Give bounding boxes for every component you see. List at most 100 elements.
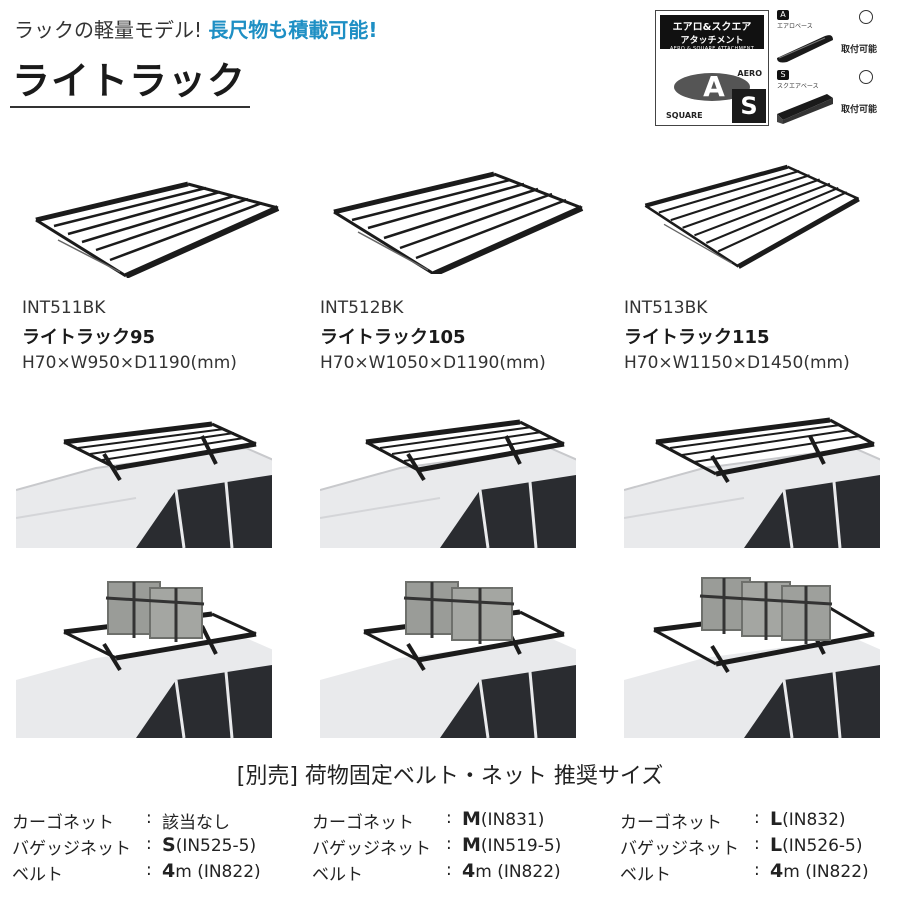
- aero-base-label: エアロベース: [777, 23, 813, 30]
- product-name: ライトラック95: [22, 327, 156, 348]
- recommendation-column-115: カーゴネット : L(IN832) バゲッジネット : L(IN526-5) ベ…: [620, 808, 869, 886]
- size-code: 4: [770, 860, 784, 882]
- size-code: M: [462, 834, 481, 856]
- row-value: 4m (IN822): [462, 860, 561, 886]
- row-label: ベルト: [312, 865, 363, 885]
- car-with-rack-image-115: [624, 417, 880, 548]
- product-95: INT511BK ライトラック95 H70×W950×D1190(mm): [22, 298, 237, 373]
- cargo-boxes: [699, 577, 833, 644]
- row-colon: :: [754, 808, 760, 828]
- row-value: L(IN832): [770, 808, 846, 834]
- row-colon: :: [146, 860, 152, 880]
- recommendation-title: [別売] 荷物固定ベルト・ネット 推奨サイズ: [236, 764, 664, 789]
- row-value: L(IN526-5): [770, 834, 863, 860]
- product-dimensions: H70×W1150×D1450(mm): [624, 353, 850, 373]
- row-detail: (IN832): [782, 810, 846, 830]
- rack-image-95: [35, 181, 280, 278]
- square-ok-circle-icon: [859, 70, 873, 84]
- product-name: ライトラック105: [320, 327, 466, 348]
- row-detail: m (IN822): [475, 862, 561, 882]
- product-dimensions: H70×W950×D1190(mm): [22, 353, 237, 373]
- square-status: 取付可能: [841, 105, 878, 115]
- row-label: バゲッジネット: [620, 839, 739, 859]
- row-value: 4m (IN822): [770, 860, 869, 886]
- badge-square-label: SQUARE: [666, 111, 703, 120]
- product-dimensions: H70×W1050×D1190(mm): [320, 353, 546, 373]
- aero-bar-icon: [777, 35, 833, 63]
- size-code: L: [770, 808, 783, 830]
- baggage-net-row: バゲッジネット : L(IN526-5): [620, 834, 869, 860]
- square-base-row: S スクエアベース 取付可能: [775, 70, 887, 126]
- row-label: カーゴネット: [620, 813, 722, 833]
- row-colon: :: [446, 808, 452, 828]
- row-value: 該当なし: [162, 808, 230, 834]
- product-code: INT511BK: [22, 298, 106, 318]
- rack-frame: [644, 164, 860, 269]
- baggage-net-row: バゲッジネット : M(IN519-5): [312, 834, 561, 860]
- row-label: バゲッジネット: [312, 839, 431, 859]
- tagline-accent: 長尺物も積載可能!: [208, 18, 378, 42]
- square-chip: S: [777, 70, 789, 80]
- size-code: 4: [162, 860, 176, 882]
- aero-base-row: A エアロベース 取付可能: [775, 10, 887, 66]
- row-value: S(IN525-5): [162, 834, 256, 860]
- rack-image-115: [644, 164, 860, 269]
- rack-on-roof: [655, 417, 875, 484]
- rack-image-105: [333, 171, 584, 274]
- product-code: INT513BK: [624, 298, 708, 318]
- belt-row: ベルト : 4m (IN822): [12, 860, 261, 886]
- loaded-rack-image-105: [320, 581, 576, 738]
- cargo-boxes: [105, 581, 205, 642]
- row-colon: :: [754, 860, 760, 880]
- cargo-net-row: カーゴネット : M(IN831): [312, 808, 561, 834]
- size-code: M: [462, 808, 481, 830]
- row-label: ベルト: [620, 865, 671, 885]
- cargo-boxes: [403, 581, 515, 644]
- size-code: L: [770, 834, 783, 856]
- car-with-rack-image-95: [16, 421, 272, 548]
- tagline-main: ラックの軽量モデル!: [14, 18, 203, 42]
- row-colon: :: [146, 834, 152, 854]
- row-label: カーゴネット: [12, 813, 114, 833]
- rack-frame: [35, 181, 280, 278]
- square-bar-icon: [777, 94, 833, 124]
- row-label: カーゴネット: [312, 813, 414, 833]
- car-with-rack-image-105: [320, 419, 576, 548]
- loaded-rack-image-95: [16, 581, 272, 738]
- row-detail: (IN519-5): [480, 836, 562, 856]
- square-base-label: スクエアベース: [777, 83, 819, 90]
- size-code: 4: [462, 860, 476, 882]
- row-value: M(IN831): [462, 808, 544, 834]
- rack-frame: [333, 171, 584, 274]
- row-value: M(IN519-5): [462, 834, 561, 860]
- badge-header: エアロ&スクエア アタッチメント AERO & SQUARE ATTACHMEN…: [660, 15, 764, 52]
- title-underline: [10, 106, 250, 108]
- tagline: ラックの軽量モデル! 長尺物も積載可能!: [14, 14, 378, 43]
- recommendation-column-95: カーゴネット : 該当なし バゲッジネット : S(IN525-5) ベルト :…: [12, 808, 261, 886]
- rack-on-roof: [365, 419, 565, 482]
- product-name: ライトラック115: [624, 327, 770, 348]
- row-detail: (IN526-5): [782, 836, 863, 856]
- row-label: バゲッジネット: [12, 839, 131, 859]
- cargo-net-row: カーゴネット : 該当なし: [12, 808, 261, 834]
- baggage-net-row: バゲッジネット : S(IN525-5): [12, 834, 261, 860]
- row-detail: (IN831): [480, 810, 545, 830]
- row-label: ベルト: [12, 865, 63, 885]
- row-detail: (IN525-5): [175, 836, 257, 856]
- row-colon: :: [446, 834, 452, 854]
- row-colon: :: [146, 808, 152, 828]
- badge-header-line3: AERO & SQUARE ATTACHMENT: [669, 46, 755, 52]
- row-detail: m (IN822): [175, 862, 261, 882]
- attachment-badge: エアロ&スクエア アタッチメント AERO & SQUARE ATTACHMEN…: [655, 10, 887, 126]
- row-detail: m (IN822): [783, 862, 869, 882]
- recommendation-column-105: カーゴネット : M(IN831) バゲッジネット : M(IN519-5) ベ…: [312, 808, 561, 886]
- aero-square-logo: エアロ&スクエア アタッチメント AERO & SQUARE ATTACHMEN…: [655, 10, 769, 126]
- product-115: INT513BK ライトラック115 H70×W1150×D1450(mm): [624, 298, 850, 373]
- rack-on-roof: [63, 421, 257, 482]
- size-code: S: [162, 834, 176, 856]
- aero-ok-circle-icon: [859, 10, 873, 24]
- badge-letter-s: S: [732, 89, 766, 123]
- row-colon: :: [754, 834, 760, 854]
- row-detail: 該当なし: [162, 813, 230, 833]
- badge-letter-a: A: [703, 70, 725, 103]
